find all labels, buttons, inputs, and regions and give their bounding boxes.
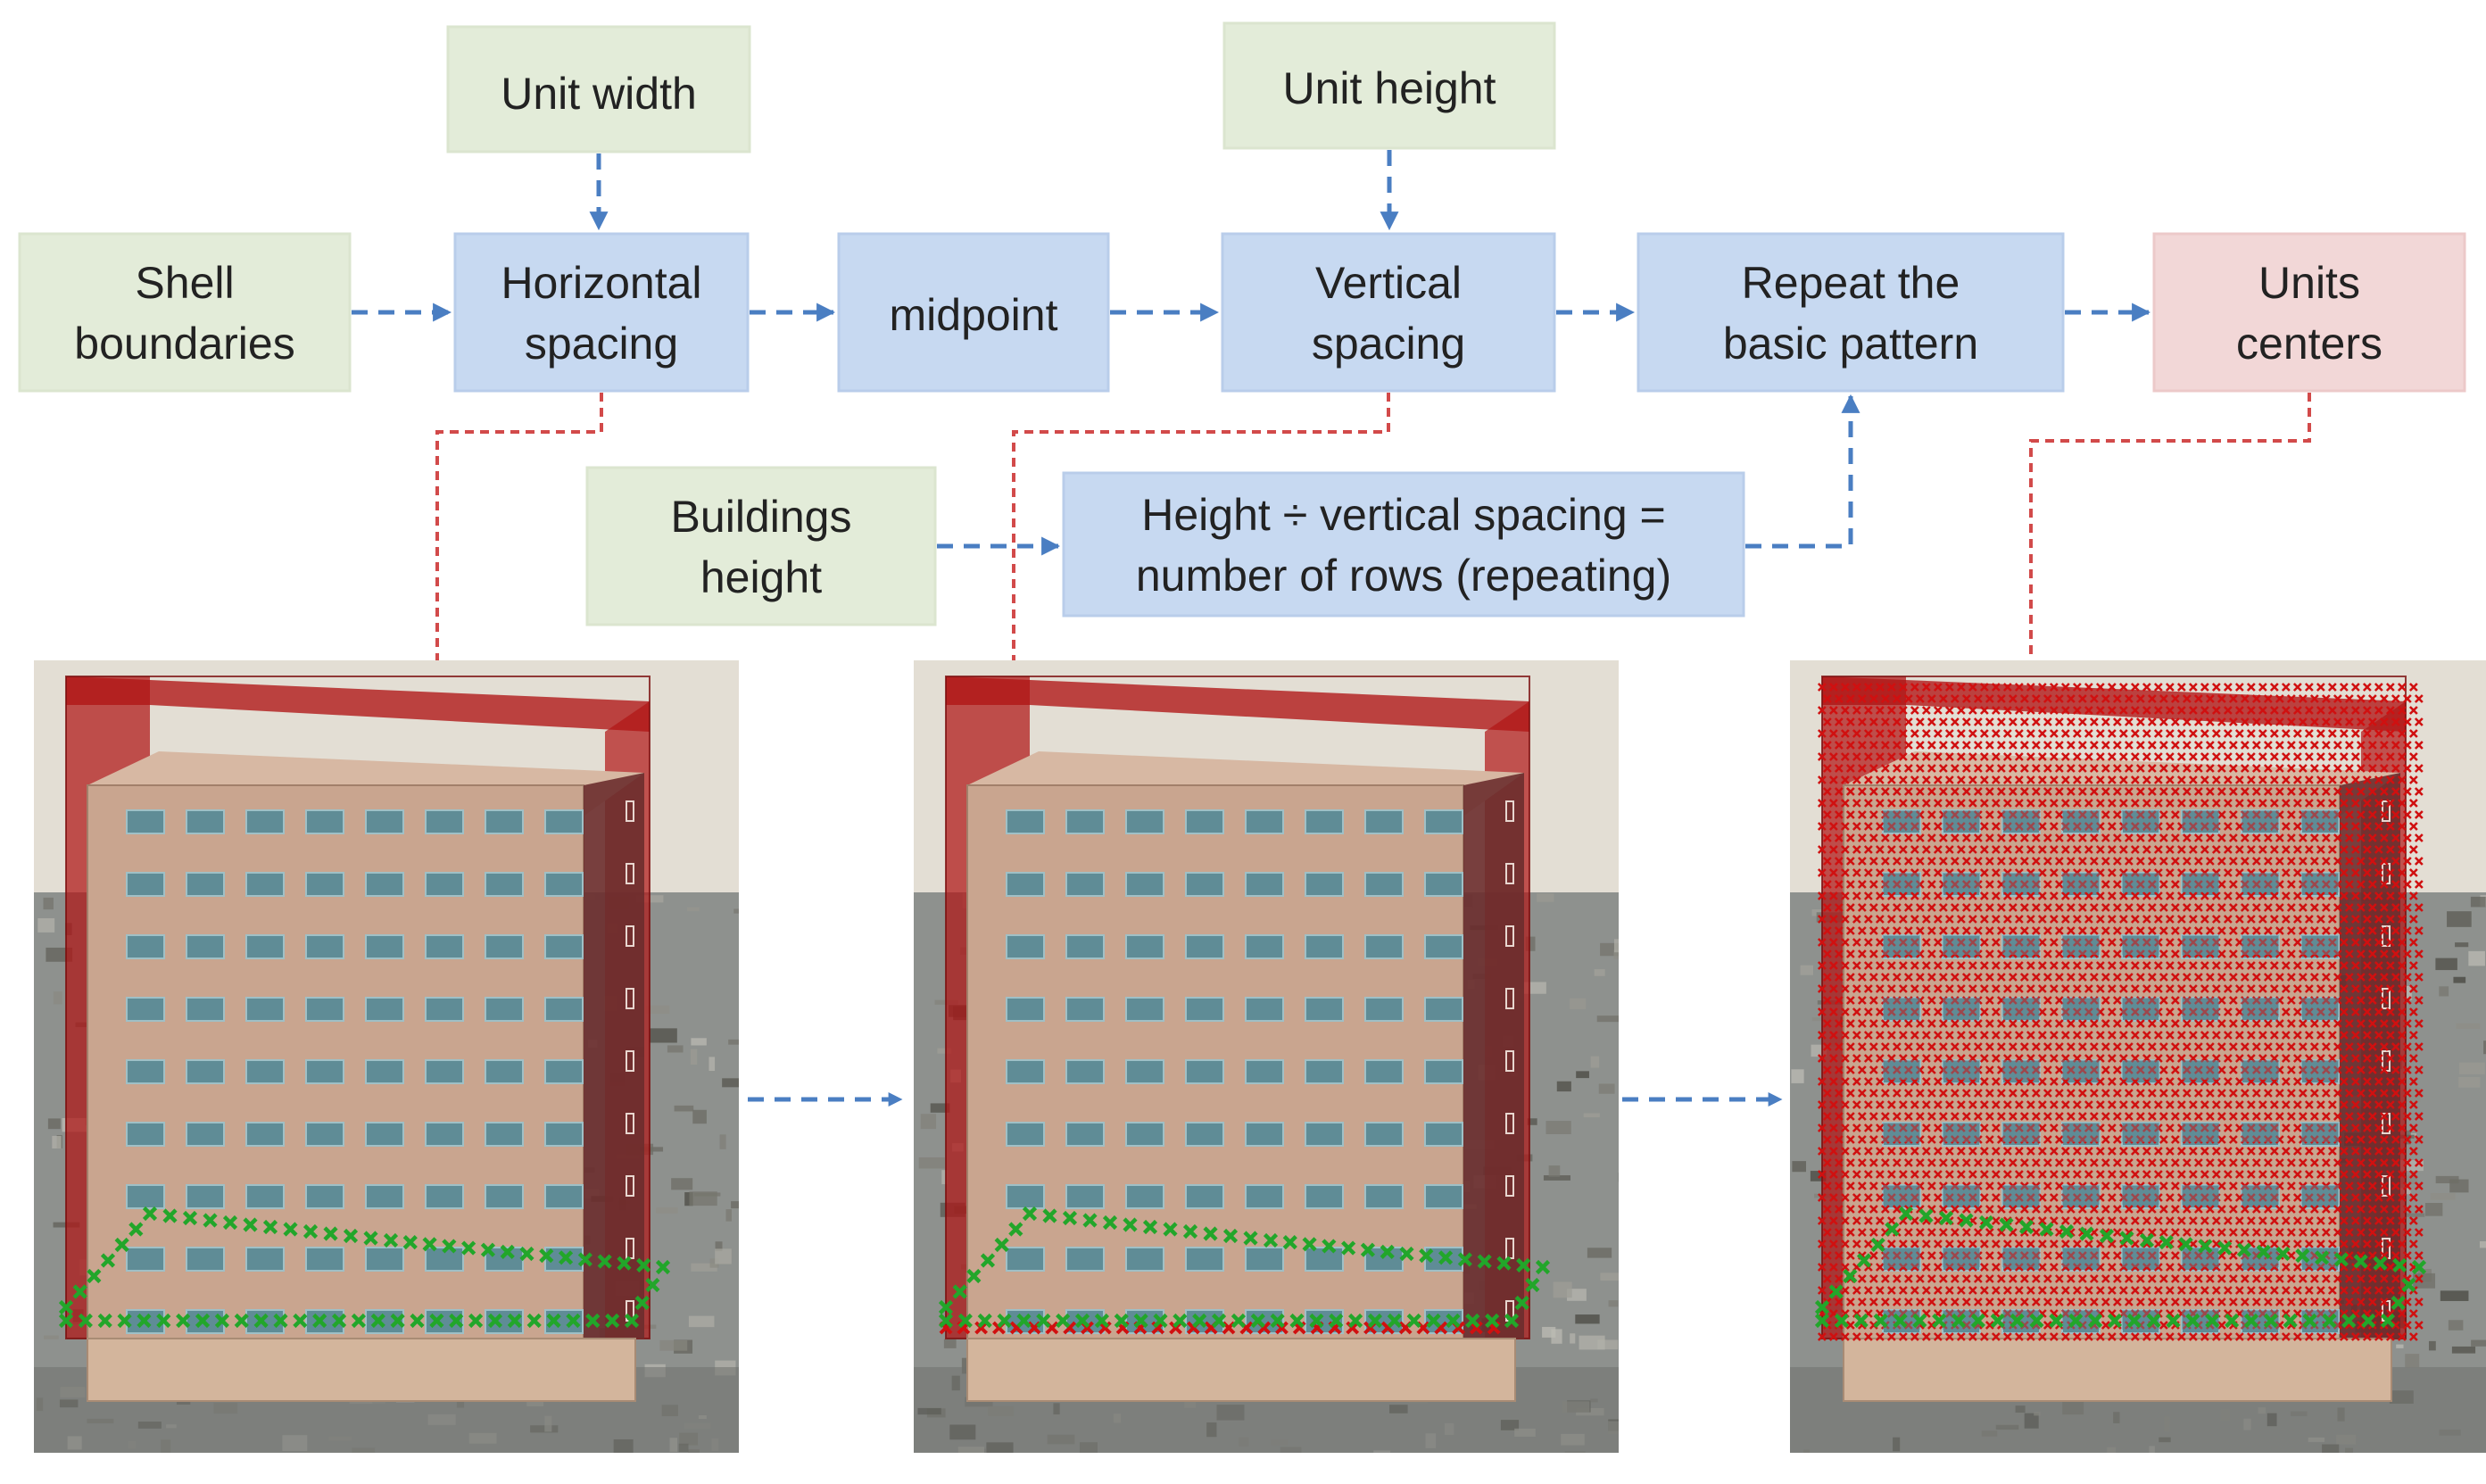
node-repeat-pattern: Repeat the basic pattern [1637, 232, 2065, 393]
midpoint-label: midpoint [890, 290, 1058, 340]
node-unit-height: Unit height [1222, 21, 1556, 150]
unit-center-markers [58, 1206, 671, 1329]
link-horizontal-to-panel1 [435, 393, 603, 662]
link-units-centers-to-panel3 [2029, 393, 2311, 662]
vertical-spacing-line2: spacing [1312, 319, 1465, 369]
windows-grid [126, 800, 634, 1334]
link-lines [435, 393, 2311, 662]
units-centers-line1: Units [2258, 258, 2360, 308]
vertical-spacing-line1: Vertical [1315, 258, 1462, 308]
horizontal-spacing-line2: spacing [525, 319, 678, 369]
rows-formula-line2: number of rows (repeating) [1136, 551, 1671, 601]
shell-boundaries-line1: Shell [135, 258, 234, 308]
building-3d-icon [966, 751, 1524, 1402]
unit-center-markers [1814, 683, 2427, 1341]
horizontal-spacing-line1: Horizontal [501, 258, 701, 308]
node-midpoint: midpoint [837, 232, 1110, 393]
repeat-pattern-line1: Repeat the [1742, 258, 1960, 308]
buildings-height-line1: Buildings [671, 492, 852, 542]
node-rows-formula: Height ÷ vertical spacing = number of ro… [1062, 471, 1745, 618]
node-horizontal-spacing: Horizontal spacing [453, 232, 750, 393]
panel-units-centers-result [1790, 660, 2486, 1453]
node-unit-width: Unit width [446, 25, 751, 153]
arrow-formula-to-repeat [1745, 394, 1860, 549]
flow-arrows [352, 150, 2151, 1107]
panel-vertical-spacing-result [914, 660, 1619, 1453]
unit-height-label: Unit height [1282, 63, 1496, 113]
node-vertical-spacing: Vertical spacing [1221, 232, 1556, 393]
windows-grid [1006, 800, 1514, 1334]
repeat-pattern-line2: basic pattern [1723, 319, 1978, 369]
node-units-centers: Units centers [2152, 232, 2466, 393]
node-shell-boundaries: Shell boundaries [18, 232, 352, 393]
units-centers-line2: centers [2236, 319, 2382, 369]
unit-center-markers [938, 1206, 1551, 1335]
panel-horizontal-spacing-result [34, 660, 739, 1453]
unit-width-label: Unit width [501, 69, 697, 119]
shell-boundaries-line2: boundaries [74, 319, 294, 369]
building-3d-icon [87, 751, 644, 1402]
buildings-height-line2: height [700, 552, 822, 602]
node-buildings-height: Buildings height [585, 466, 937, 626]
link-vertical-to-panel2 [1012, 393, 1390, 662]
rows-formula-line1: Height ÷ vertical spacing = [1141, 490, 1665, 540]
